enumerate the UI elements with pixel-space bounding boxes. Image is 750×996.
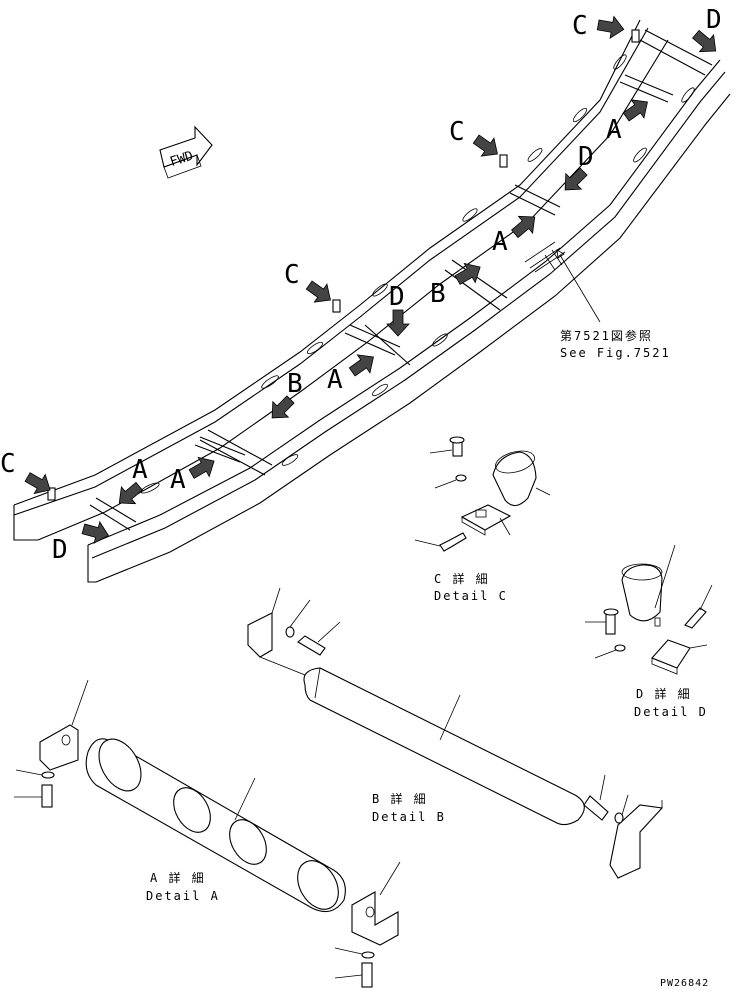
- arrow-icon: [511, 215, 536, 239]
- arrow-icon: [348, 354, 374, 377]
- callout-c: C: [572, 11, 588, 41]
- callout-b: B: [287, 369, 303, 399]
- arrow-icon: [472, 134, 498, 157]
- callout-c: C: [449, 117, 465, 147]
- rail-details: [47, 29, 695, 531]
- detail-b-en: Detail B: [372, 810, 446, 824]
- detail-d-en: Detail D: [634, 705, 708, 719]
- frame-rails: [13, 19, 731, 583]
- arrow-icon: [24, 472, 51, 495]
- detail-a-jp: A 詳 細: [150, 870, 206, 885]
- detail-a-drawing: A 詳 細 Detail A: [14, 679, 401, 988]
- callout-a: A: [492, 227, 508, 257]
- arrow-icon: [596, 15, 625, 40]
- callout-d: D: [578, 142, 594, 172]
- callout-a: A: [606, 115, 622, 145]
- callout-a: A: [132, 455, 148, 485]
- callout-a: A: [327, 365, 343, 395]
- detail-c-jp: C 詳 細: [434, 571, 490, 586]
- forward-arrow-icon: FWD: [159, 125, 213, 179]
- forward-label: FWD: [168, 149, 195, 171]
- detail-c-en: Detail C: [434, 589, 508, 603]
- detail-a-en: Detail A: [146, 889, 220, 903]
- callout-d: D: [706, 5, 722, 35]
- detail-d-jp: D 詳 細: [636, 686, 692, 701]
- callout-letters: C D A C D A B C D A B A A C D: [0, 5, 722, 565]
- callout-d: D: [52, 535, 68, 565]
- detail-b-jp: B 詳 細: [372, 791, 428, 806]
- arrow-icon: [454, 262, 481, 285]
- arrow-icon: [271, 395, 295, 419]
- reference-jp: 第7521図参照: [560, 328, 653, 343]
- arrow-icon: [188, 456, 215, 479]
- arrow-icon: [692, 29, 717, 53]
- callout-c: C: [284, 260, 300, 290]
- callout-b: B: [430, 279, 446, 309]
- arrow-icon: [564, 167, 588, 191]
- pointer-arrows: [24, 15, 717, 544]
- callout-d: D: [389, 282, 405, 312]
- arrow-icon: [118, 481, 143, 505]
- detail-c-drawing: C 詳 細 Detail C: [414, 436, 551, 603]
- arrow-icon: [305, 280, 331, 303]
- arrow-icon: [622, 99, 648, 122]
- reference-en: See Fig.7521: [560, 346, 671, 360]
- arrow-icon: [386, 309, 410, 337]
- drawing-number: PW26842: [660, 978, 709, 989]
- arrow-icon: [81, 520, 110, 544]
- callout-a: A: [170, 465, 186, 495]
- callout-c: C: [0, 449, 16, 479]
- cross-members: [199, 29, 713, 476]
- detail-d-drawing: D 詳 細 Detail D: [585, 544, 713, 719]
- figure-reference: 第7521図参照 See Fig.7521: [556, 249, 671, 360]
- detail-b-drawing: B 詳 細 Detail B: [247, 587, 664, 879]
